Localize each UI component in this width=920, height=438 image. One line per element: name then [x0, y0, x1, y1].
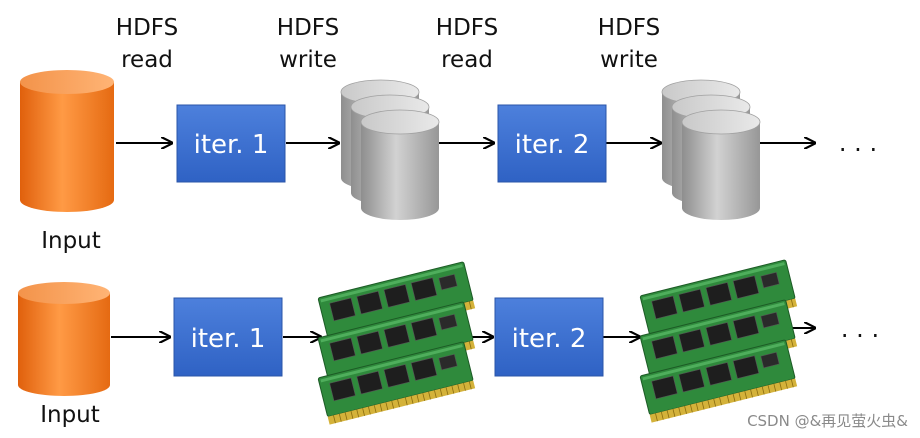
input-cylinder-bottom [18, 282, 110, 396]
hdfs-disk-stack-2 [661, 79, 761, 221]
hdfs-label-line1: HDFS [436, 15, 498, 41]
memory-stack-1 [317, 261, 476, 426]
hdfs-label-line1: HDFS [277, 15, 339, 41]
iter-label: iter. 1 [191, 324, 266, 354]
input-cylinder-top [20, 70, 114, 212]
memory-stack-2 [639, 259, 798, 424]
hdfs-label-line1: HDFS [598, 15, 660, 41]
hdfs-label-line2: write [279, 47, 337, 73]
hdfs-step-label-2: HDFS write [277, 15, 339, 73]
ellipsis-bottom: . . . [841, 315, 879, 343]
iter-label: iter. 2 [515, 130, 590, 160]
hdfs-label-line2: read [441, 47, 493, 73]
ellipsis-top: . . . [839, 129, 877, 157]
input-label-bottom: Input [40, 402, 100, 428]
iter-box-top-2: iter. 2 [497, 104, 607, 183]
iter-label: iter. 1 [194, 130, 269, 160]
iter-label: iter. 2 [512, 324, 587, 354]
input-label-top: Input [41, 228, 101, 254]
hdfs-disk-stack-1 [340, 79, 440, 221]
watermark: CSDN @&再见萤火虫& [747, 412, 908, 430]
hdfs-step-label-4: HDFS write [598, 15, 660, 73]
hdfs-step-label-3: HDFS read [436, 15, 498, 73]
iter-box-bottom-1: iter. 1 [173, 297, 283, 377]
iter-box-bottom-2: iter. 2 [494, 297, 604, 377]
hdfs-label-line1: HDFS [116, 15, 178, 41]
hdfs-label-line2: read [121, 47, 173, 73]
hdfs-label-line2: write [600, 47, 658, 73]
iter-box-top-1: iter. 1 [176, 104, 286, 183]
hdfs-step-label-1: HDFS read [116, 15, 178, 73]
